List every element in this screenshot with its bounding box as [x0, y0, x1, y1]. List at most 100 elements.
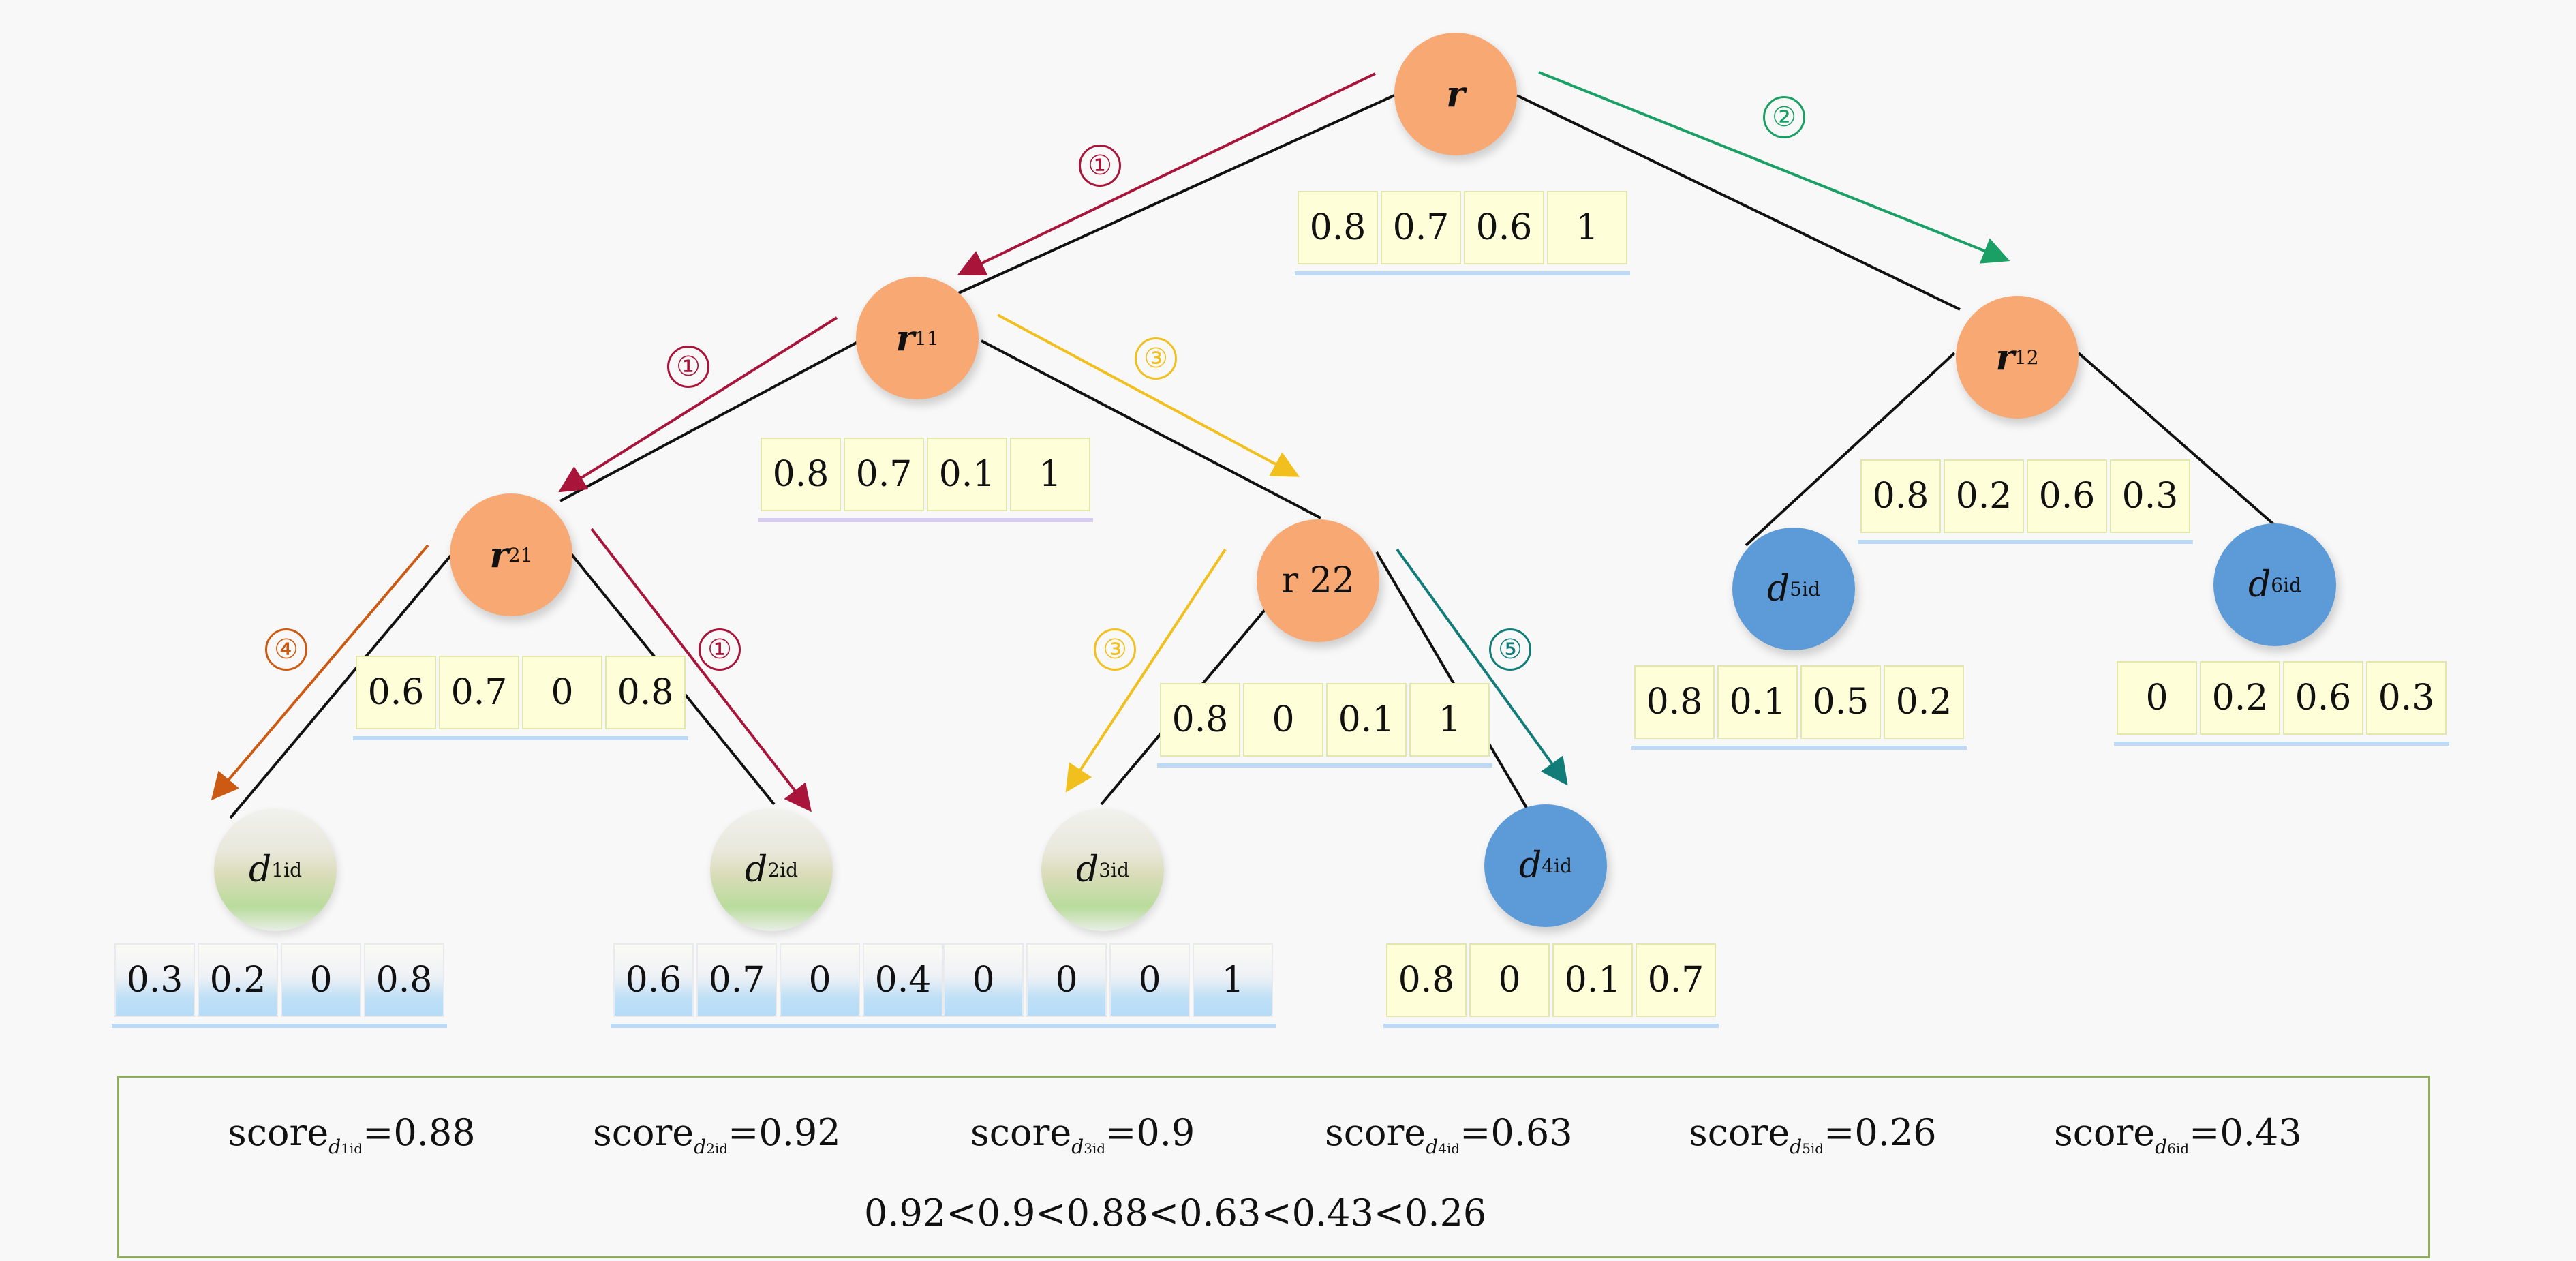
vector-cell: 0 [1469, 943, 1550, 1017]
node-r12-label: r [1995, 336, 2014, 378]
step-label-3-a: ③ [1135, 337, 1177, 380]
vector-cell: 0.7 [1636, 943, 1716, 1017]
score-d4: scored4id=0.63 [1325, 1111, 1573, 1158]
score-d5: scored5id=0.26 [1689, 1111, 1937, 1158]
vector-cell: 0.8 [1860, 459, 1941, 533]
vector-cell: 0 [1026, 943, 1107, 1017]
vector-cell: 1 [1547, 191, 1627, 264]
node-d1-sub: 1id [271, 858, 302, 881]
score-d3: scored3id=0.9 [970, 1111, 1195, 1158]
node-r22-label: r 22 [1281, 560, 1355, 601]
arrow-step4-r21-d1 [211, 544, 429, 801]
node-d4-sub: 4id [1542, 854, 1572, 877]
vector-cell: 0.8 [1386, 943, 1467, 1017]
vector-cell: 0.1 [1326, 683, 1407, 757]
edge-r-r11 [955, 94, 1395, 296]
edge-r12-d5 [1745, 352, 1956, 547]
edge-r21-d1 [229, 552, 454, 819]
vector-d5: 0.8 0.1 0.5 0.2 [1631, 663, 1967, 750]
edge-r12-d6 [2077, 352, 2280, 530]
node-d3-sub: 3id [1099, 858, 1129, 881]
score-summary-box [117, 1076, 2430, 1258]
vector-cell: 1 [1409, 683, 1490, 757]
vector-d1: 0.3 0.2 0 0.8 [112, 941, 447, 1028]
score-value: =0.9 [1105, 1111, 1195, 1154]
vector-r12: 0.8 0.2 0.6 0.3 [1858, 457, 2193, 544]
node-d5-label: d [1767, 568, 1790, 609]
vector-d3: 0 0 0 1 [940, 941, 1276, 1028]
node-d6-sub: 6id [2271, 573, 2301, 596]
score-d6: scored6id=0.43 [2054, 1111, 2302, 1158]
arrow-step3-r11-r22 [997, 314, 1300, 477]
vector-cell: 0.1 [1717, 665, 1798, 739]
vector-d6: 0 0.2 0.6 0.3 [2114, 658, 2449, 746]
vector-cell: 0 [2117, 661, 2197, 735]
step-label-1-b: ① [667, 346, 709, 388]
vector-cell: 0.3 [114, 943, 195, 1017]
score-word: score [1689, 1111, 1790, 1154]
step-label-2: ② [1763, 96, 1805, 138]
vector-cell: 0.8 [1160, 683, 1240, 757]
vector-cell: 0.2 [198, 943, 278, 1017]
edge-r22-d4 [1375, 551, 1528, 809]
vector-cell: 0.8 [1298, 191, 1378, 264]
node-r11-label: r [895, 317, 915, 359]
arrow-step3-r22-d3 [1065, 548, 1227, 793]
node-r-label: r [1446, 73, 1465, 115]
step-label-4: ④ [265, 628, 307, 671]
node-r22: r 22 [1257, 519, 1379, 642]
arrow-step2-r-r12 [1538, 71, 2010, 264]
score-sub: d4id [1426, 1136, 1460, 1158]
score-word: score [1325, 1111, 1426, 1154]
score-value: =0.43 [2189, 1111, 2302, 1154]
score-word: score [228, 1111, 329, 1154]
vector-r21: 0.6 0.7 0 0.8 [353, 653, 688, 740]
step-label-1-c: ① [699, 628, 741, 671]
score-d2: scored2id=0.92 [593, 1111, 841, 1158]
node-r21-sub: 21 [508, 543, 533, 566]
score-value: =0.63 [1460, 1111, 1573, 1154]
score-sub: d1id [328, 1136, 363, 1158]
node-r11-sub: 11 [914, 326, 939, 350]
node-d4-label: d [1519, 845, 1542, 886]
vector-cell: 0.6 [613, 943, 694, 1017]
vector-cell: 0.8 [364, 943, 444, 1017]
score-word: score [593, 1111, 694, 1154]
vector-cell: 0.2 [1884, 665, 1964, 739]
edge-r-r12 [1516, 94, 1961, 311]
score-word: score [970, 1111, 1072, 1154]
vector-cell: 0.8 [1634, 665, 1715, 739]
vector-cell: 0 [1243, 683, 1323, 757]
vector-cell: 0.6 [356, 656, 436, 729]
vector-cell: 0.1 [1552, 943, 1633, 1017]
vector-cell: 0.7 [696, 943, 777, 1017]
vector-r: 0.8 0.7 0.6 1 [1295, 188, 1630, 275]
vector-cell: 0.7 [1381, 191, 1461, 264]
vector-cell: 0.3 [2110, 459, 2190, 533]
step-label-3-b: ③ [1094, 628, 1136, 671]
vector-cell: 0.6 [2283, 661, 2363, 735]
vector-cell: 0.3 [2366, 661, 2447, 735]
vector-cell: 0 [943, 943, 1024, 1017]
vector-cell: 0.2 [2200, 661, 2280, 735]
node-d1-label: d [249, 849, 272, 890]
node-d6-label: d [2248, 564, 2271, 605]
arrow-step5-r22-d4 [1396, 548, 1568, 786]
score-word: score [2054, 1111, 2156, 1154]
vector-d2: 0.6 0.7 0 0.4 [611, 941, 946, 1028]
score-value: =0.26 [1824, 1111, 1937, 1154]
vector-cell: 0.7 [844, 438, 924, 511]
score-d1: scored1id=0.88 [228, 1111, 476, 1158]
edge-r11-r21 [559, 339, 861, 502]
vector-cell: 0.6 [1464, 191, 1544, 264]
edge-r11-r22 [981, 339, 1321, 519]
node-d3-label: d [1076, 849, 1099, 890]
arrow-step1-r21-d2 [590, 528, 812, 812]
vector-cell: 0.7 [439, 656, 519, 729]
